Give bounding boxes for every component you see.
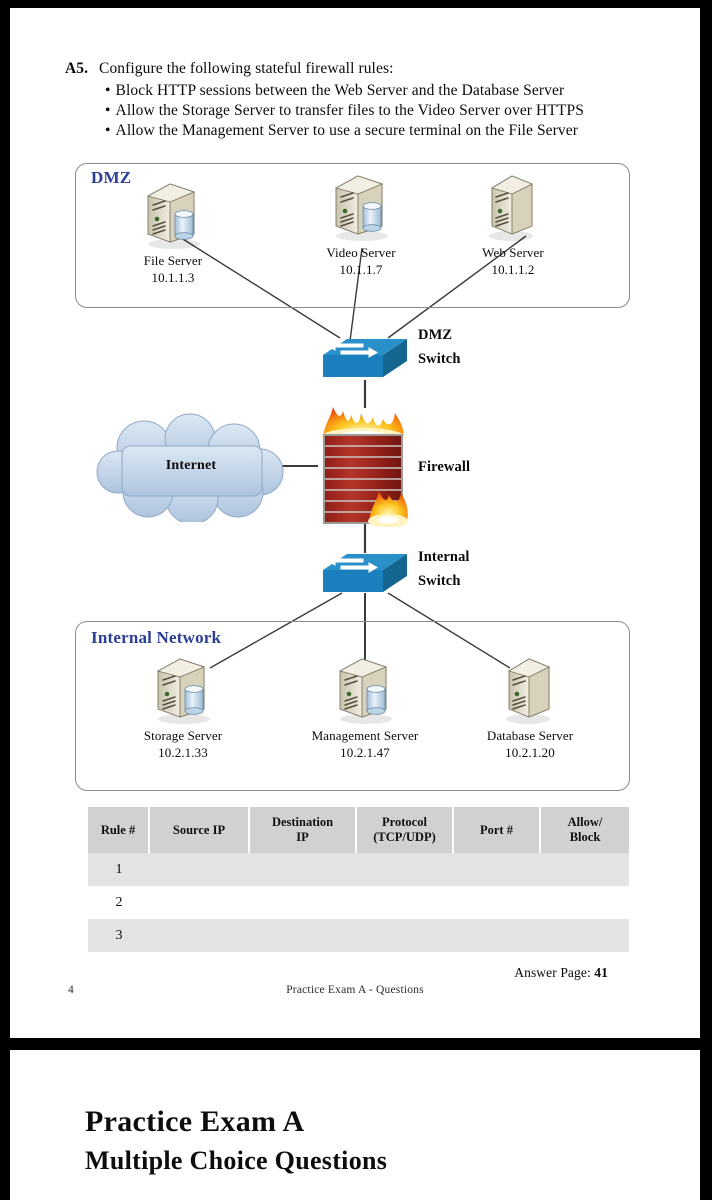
- zone-box-internal: [75, 621, 630, 791]
- node-web-server[interactable]: Web Server 10.1.1.2: [453, 172, 573, 278]
- question-prompt-line: A5. Configure the following stateful fire…: [65, 60, 665, 78]
- server-icon: [328, 655, 402, 727]
- internal-switch-icon[interactable]: [319, 548, 411, 600]
- firewall-icon[interactable]: [315, 401, 410, 528]
- table-row[interactable]: 2: [88, 886, 629, 919]
- internal-switch-label-line2: Switch: [418, 573, 461, 589]
- server-icon: [476, 172, 550, 244]
- col-header-port: Port #: [454, 807, 541, 853]
- exam-page-next: [10, 1050, 700, 1200]
- cell-protocol[interactable]: [357, 919, 454, 952]
- dmz-switch-icon[interactable]: [319, 333, 411, 385]
- question-number: A5.: [65, 60, 89, 77]
- question-bullet-1: Block HTTP sessions between the Web Serv…: [105, 81, 665, 101]
- node-file-server[interactable]: File Server 10.1.1.3: [113, 180, 233, 286]
- node-ip: 10.2.1.47: [340, 745, 390, 760]
- server-icon: [136, 180, 210, 252]
- table-row[interactable]: 3: [88, 919, 629, 952]
- cell-action[interactable]: [541, 919, 629, 952]
- cell-action[interactable]: [541, 853, 629, 886]
- question-block: A5. Configure the following stateful fire…: [65, 60, 665, 141]
- question-bullet-list: Block HTTP sessions between the Web Serv…: [65, 81, 665, 141]
- next-page-subtitle: Multiple Choice Questions: [85, 1146, 388, 1175]
- exam-page-questions: A5. Configure the following stateful fire…: [10, 8, 700, 1038]
- node-ip: 10.1.1.7: [339, 262, 383, 277]
- answer-page-label: Answer Page:: [514, 965, 591, 980]
- wire-web-to-dmz-switch: [387, 235, 527, 339]
- dmz-switch-label-line1: DMZ: [418, 327, 453, 343]
- wire-video-to-dmz-switch: [349, 247, 363, 342]
- node-ip: 10.1.1.2: [491, 262, 535, 277]
- server-icon: [324, 172, 398, 244]
- internal-switch-label-line1: Internal: [418, 549, 470, 565]
- question-prompt: Configure the following stateful firewal…: [99, 60, 394, 77]
- cell-dest-ip[interactable]: [250, 886, 357, 919]
- node-database-server[interactable]: Database Server 10.2.1.20: [470, 655, 590, 761]
- wire-internal-switch-to-database: [387, 592, 511, 669]
- node-storage-server[interactable]: Storage Server 10.2.1.33: [123, 655, 243, 761]
- cell-action[interactable]: [541, 886, 629, 919]
- node-name: Storage Server: [143, 728, 223, 743]
- cell-rule-num: 2: [88, 886, 150, 919]
- cell-dest-ip[interactable]: [250, 853, 357, 886]
- answer-page-value: 41: [594, 965, 608, 980]
- cell-dest-ip[interactable]: [250, 919, 357, 952]
- node-ip: 10.2.1.33: [158, 745, 208, 760]
- node-name: Database Server: [486, 728, 574, 743]
- server-icon: [146, 655, 220, 727]
- col-header-protocol: Protocol (TCP/UDP): [357, 807, 454, 853]
- next-page-title: Practice Exam A: [85, 1105, 305, 1138]
- connection-wires: [177, 235, 527, 669]
- zone-box-dmz: [75, 163, 630, 308]
- cell-source-ip[interactable]: [150, 886, 250, 919]
- node-name: Web Server: [482, 245, 544, 260]
- wire-file-to-dmz-switch: [177, 235, 341, 339]
- cell-port[interactable]: [454, 886, 541, 919]
- zone-label-internal: Internal Network: [88, 628, 225, 648]
- node-name: Management Server: [311, 728, 419, 743]
- node-ip: 10.2.1.20: [505, 745, 555, 760]
- col-header-source-ip: Source IP: [150, 807, 250, 853]
- firewall-rules-table: Rule # Source IP Destination IP Protocol…: [88, 807, 629, 952]
- cell-rule-num: 3: [88, 919, 150, 952]
- question-bullet-2: Allow the Storage Server to transfer fil…: [105, 101, 665, 121]
- network-diagram: DMZ Internal Network: [10, 8, 700, 1038]
- cell-source-ip[interactable]: [150, 853, 250, 886]
- node-ip: 10.1.1.3: [151, 270, 195, 285]
- zone-label-dmz: DMZ: [88, 168, 135, 188]
- table-header-row: Rule # Source IP Destination IP Protocol…: [88, 807, 629, 853]
- col-header-destination-ip: Destination IP: [250, 807, 357, 853]
- col-header-allow-block: Allow/ Block: [541, 807, 629, 853]
- server-icon: [493, 655, 567, 727]
- node-management-server[interactable]: Management Server 10.2.1.47: [305, 655, 425, 761]
- table-row[interactable]: 1: [88, 853, 629, 886]
- cell-rule-num: 1: [88, 853, 150, 886]
- node-video-server[interactable]: Video Server 10.1.1.7: [301, 172, 421, 278]
- answer-page-note: Answer Page: 41: [514, 965, 608, 981]
- cell-source-ip[interactable]: [150, 919, 250, 952]
- page-number: 4: [68, 984, 74, 996]
- internet-cloud-icon[interactable]: [92, 412, 290, 525]
- running-title: Practice Exam A - Questions: [286, 984, 424, 996]
- col-header-rule-num: Rule #: [88, 807, 150, 853]
- disk-cylinder: [184, 685, 204, 715]
- cell-port[interactable]: [454, 853, 541, 886]
- wire-internal-switch-to-storage: [209, 592, 343, 669]
- cell-protocol[interactable]: [357, 853, 454, 886]
- cell-protocol[interactable]: [357, 886, 454, 919]
- node-name: Video Server: [326, 245, 396, 260]
- node-name: File Server: [143, 253, 203, 268]
- dmz-switch-label-line2: Switch: [418, 351, 461, 367]
- cell-port[interactable]: [454, 919, 541, 952]
- disk-cylinder: [174, 210, 194, 240]
- question-bullet-3: Allow the Management Server to use a sec…: [105, 121, 665, 141]
- disk-cylinder: [362, 202, 382, 232]
- flame-bottom: [368, 491, 408, 528]
- internet-cloud-label: Internet: [165, 458, 217, 473]
- firewall-label: Firewall: [418, 459, 471, 475]
- disk-cylinder: [366, 685, 386, 715]
